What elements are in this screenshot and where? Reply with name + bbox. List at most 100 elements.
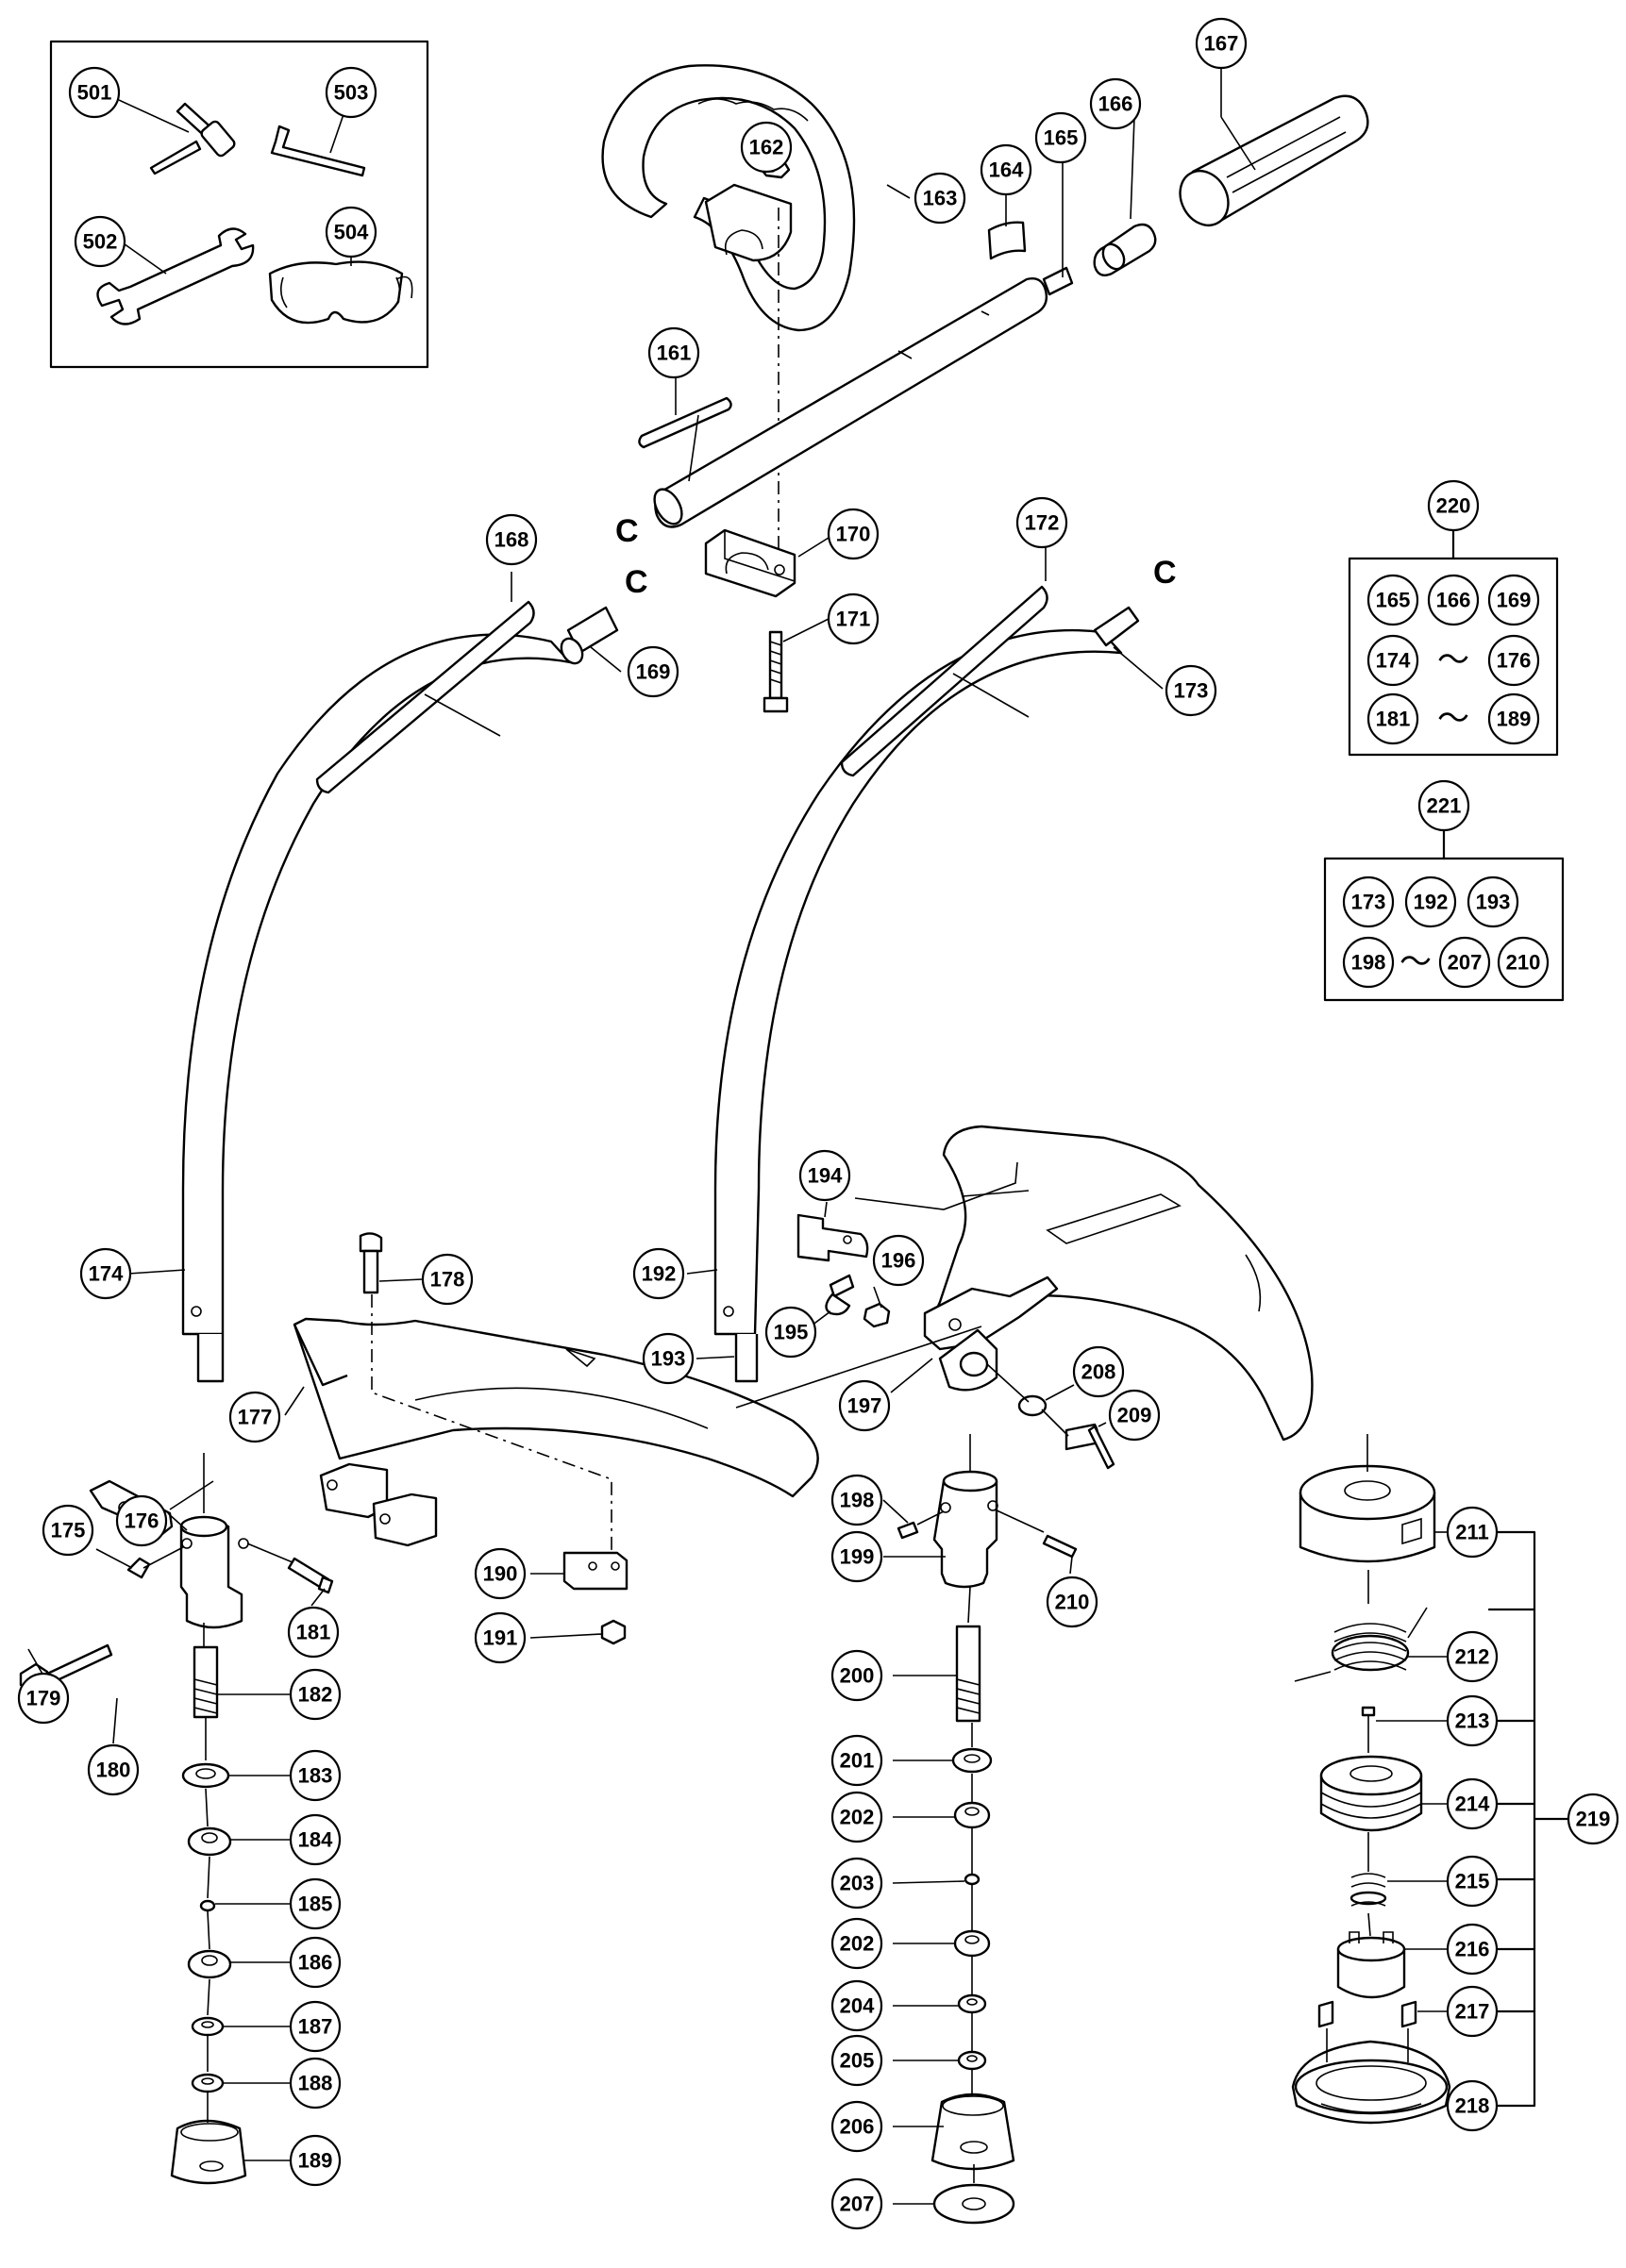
callout-circle bbox=[838, 1379, 891, 1432]
callout-213: 213 bbox=[1446, 1694, 1499, 1747]
callout-circle bbox=[42, 1504, 94, 1557]
callout-215: 215 bbox=[1446, 1855, 1499, 1908]
spacer-203 bbox=[964, 1873, 981, 1886]
kit-item-label: 176 bbox=[1497, 649, 1532, 673]
hex-key-503 bbox=[270, 125, 366, 177]
kit-item-label: 207 bbox=[1448, 951, 1483, 975]
curved-shaft-192 bbox=[713, 606, 1140, 1383]
callout-173: 173 bbox=[1165, 664, 1217, 717]
callout-197: 197 bbox=[838, 1379, 891, 1432]
callout-circle bbox=[830, 1857, 883, 1909]
callout-label: 184 bbox=[298, 1828, 333, 1852]
callout-175: 175 bbox=[42, 1504, 94, 1557]
kit-range-separator: 〜 bbox=[1437, 700, 1469, 738]
callout-203: 203 bbox=[830, 1857, 883, 1909]
eyelet-217b bbox=[1400, 2000, 1417, 2028]
nut-191 bbox=[600, 1619, 627, 1645]
callout-171: 171 bbox=[827, 592, 880, 645]
kit-item-label: 173 bbox=[1351, 891, 1386, 914]
callout-circle bbox=[830, 1917, 883, 1970]
curved-shaft-174 bbox=[181, 606, 619, 1383]
callout-label: 204 bbox=[840, 1994, 875, 2018]
callout-circle bbox=[485, 513, 538, 566]
callout-188: 188 bbox=[289, 2057, 342, 2110]
callout-label: 164 bbox=[989, 158, 1024, 182]
callout-189: 189 bbox=[289, 2134, 342, 2187]
box-wrench-501 bbox=[149, 102, 236, 175]
bolt-209 bbox=[1064, 1423, 1115, 1470]
kit-range-separator: 〜 bbox=[1400, 943, 1432, 981]
sleeve-164 bbox=[987, 221, 1027, 260]
washer-187 bbox=[191, 2016, 225, 2037]
connection-marker-c2: C bbox=[625, 564, 648, 600]
kit-220-item: 176 bbox=[1487, 634, 1540, 687]
spring-215 bbox=[1349, 1873, 1387, 1907]
clip-190 bbox=[562, 1551, 629, 1591]
callout-label: 176 bbox=[125, 1509, 159, 1533]
callout-label: 165 bbox=[1044, 126, 1079, 150]
callout-circle bbox=[1446, 1630, 1499, 1683]
callout-circle bbox=[830, 2034, 883, 2087]
callout-label: 200 bbox=[840, 1664, 875, 1688]
callout-183: 183 bbox=[289, 1749, 342, 1802]
callout-circle bbox=[830, 2177, 883, 2230]
guard-197 bbox=[923, 1125, 1314, 1442]
callout-180: 180 bbox=[87, 1743, 140, 1796]
callout-200: 200 bbox=[830, 1649, 883, 1702]
callout-164: 164 bbox=[980, 143, 1032, 196]
shaft-200 bbox=[955, 1625, 981, 1723]
kit-221-item: 173 bbox=[1342, 876, 1395, 928]
callout-label: 208 bbox=[1081, 1360, 1116, 1384]
callout-label: 504 bbox=[334, 221, 369, 244]
callout-212: 212 bbox=[1446, 1630, 1499, 1683]
callout-187: 187 bbox=[289, 2000, 342, 2053]
callout-circle bbox=[1108, 1389, 1161, 1442]
callout-circle bbox=[830, 1979, 883, 2032]
callout-163: 163 bbox=[914, 172, 966, 225]
washer-201 bbox=[951, 1747, 993, 1774]
shaft-182 bbox=[193, 1645, 219, 1719]
loop-handle-163 bbox=[601, 64, 856, 332]
callout-label: 209 bbox=[1117, 1404, 1152, 1427]
callout-circle bbox=[1446, 1694, 1499, 1747]
callout-label: 161 bbox=[657, 342, 692, 365]
kit-range-separator: 〜 bbox=[1437, 642, 1469, 679]
callout-circle bbox=[830, 1734, 883, 1787]
spanner-502 bbox=[96, 227, 255, 325]
callout-circle bbox=[287, 1606, 340, 1659]
callout-circle bbox=[289, 2000, 342, 2053]
callout-label: 187 bbox=[298, 2015, 333, 2039]
callout-label: 212 bbox=[1455, 1645, 1490, 1669]
callout-label: 211 bbox=[1455, 1521, 1489, 1544]
callout-circle bbox=[830, 1791, 883, 1843]
spacer-185 bbox=[199, 1899, 216, 1912]
callout-circle bbox=[289, 1749, 342, 1802]
callout-201: 201 bbox=[830, 1734, 883, 1787]
callout-label: 170 bbox=[836, 523, 871, 546]
callout-circle bbox=[474, 1611, 527, 1664]
callout-circle bbox=[764, 1306, 817, 1359]
kit-item-circle bbox=[1467, 876, 1519, 928]
kit-item-label: 165 bbox=[1376, 589, 1411, 612]
callout-label: 210 bbox=[1055, 1591, 1090, 1614]
kit-item-circle bbox=[1366, 692, 1419, 745]
accessory-box bbox=[49, 40, 429, 369]
bolt-178 bbox=[359, 1232, 383, 1294]
callout-label: 190 bbox=[483, 1562, 518, 1586]
callout-170: 170 bbox=[827, 508, 880, 560]
callout-circle bbox=[827, 592, 880, 645]
connection-marker-c1: C bbox=[615, 513, 639, 549]
label-168 bbox=[315, 600, 535, 794]
housing-218 bbox=[1291, 2040, 1451, 2125]
callout-circle bbox=[421, 1253, 474, 1306]
callout-circle bbox=[79, 1247, 132, 1300]
callout-label: 217 bbox=[1455, 2000, 1490, 2024]
callout-circle bbox=[17, 1672, 70, 1725]
callout-168: 168 bbox=[485, 513, 538, 566]
callout-216: 216 bbox=[1446, 1923, 1499, 1976]
callout-label: 168 bbox=[495, 528, 529, 552]
callout-circle bbox=[325, 206, 377, 258]
callout-circle bbox=[872, 1234, 925, 1287]
callout-circle bbox=[1446, 1855, 1499, 1908]
